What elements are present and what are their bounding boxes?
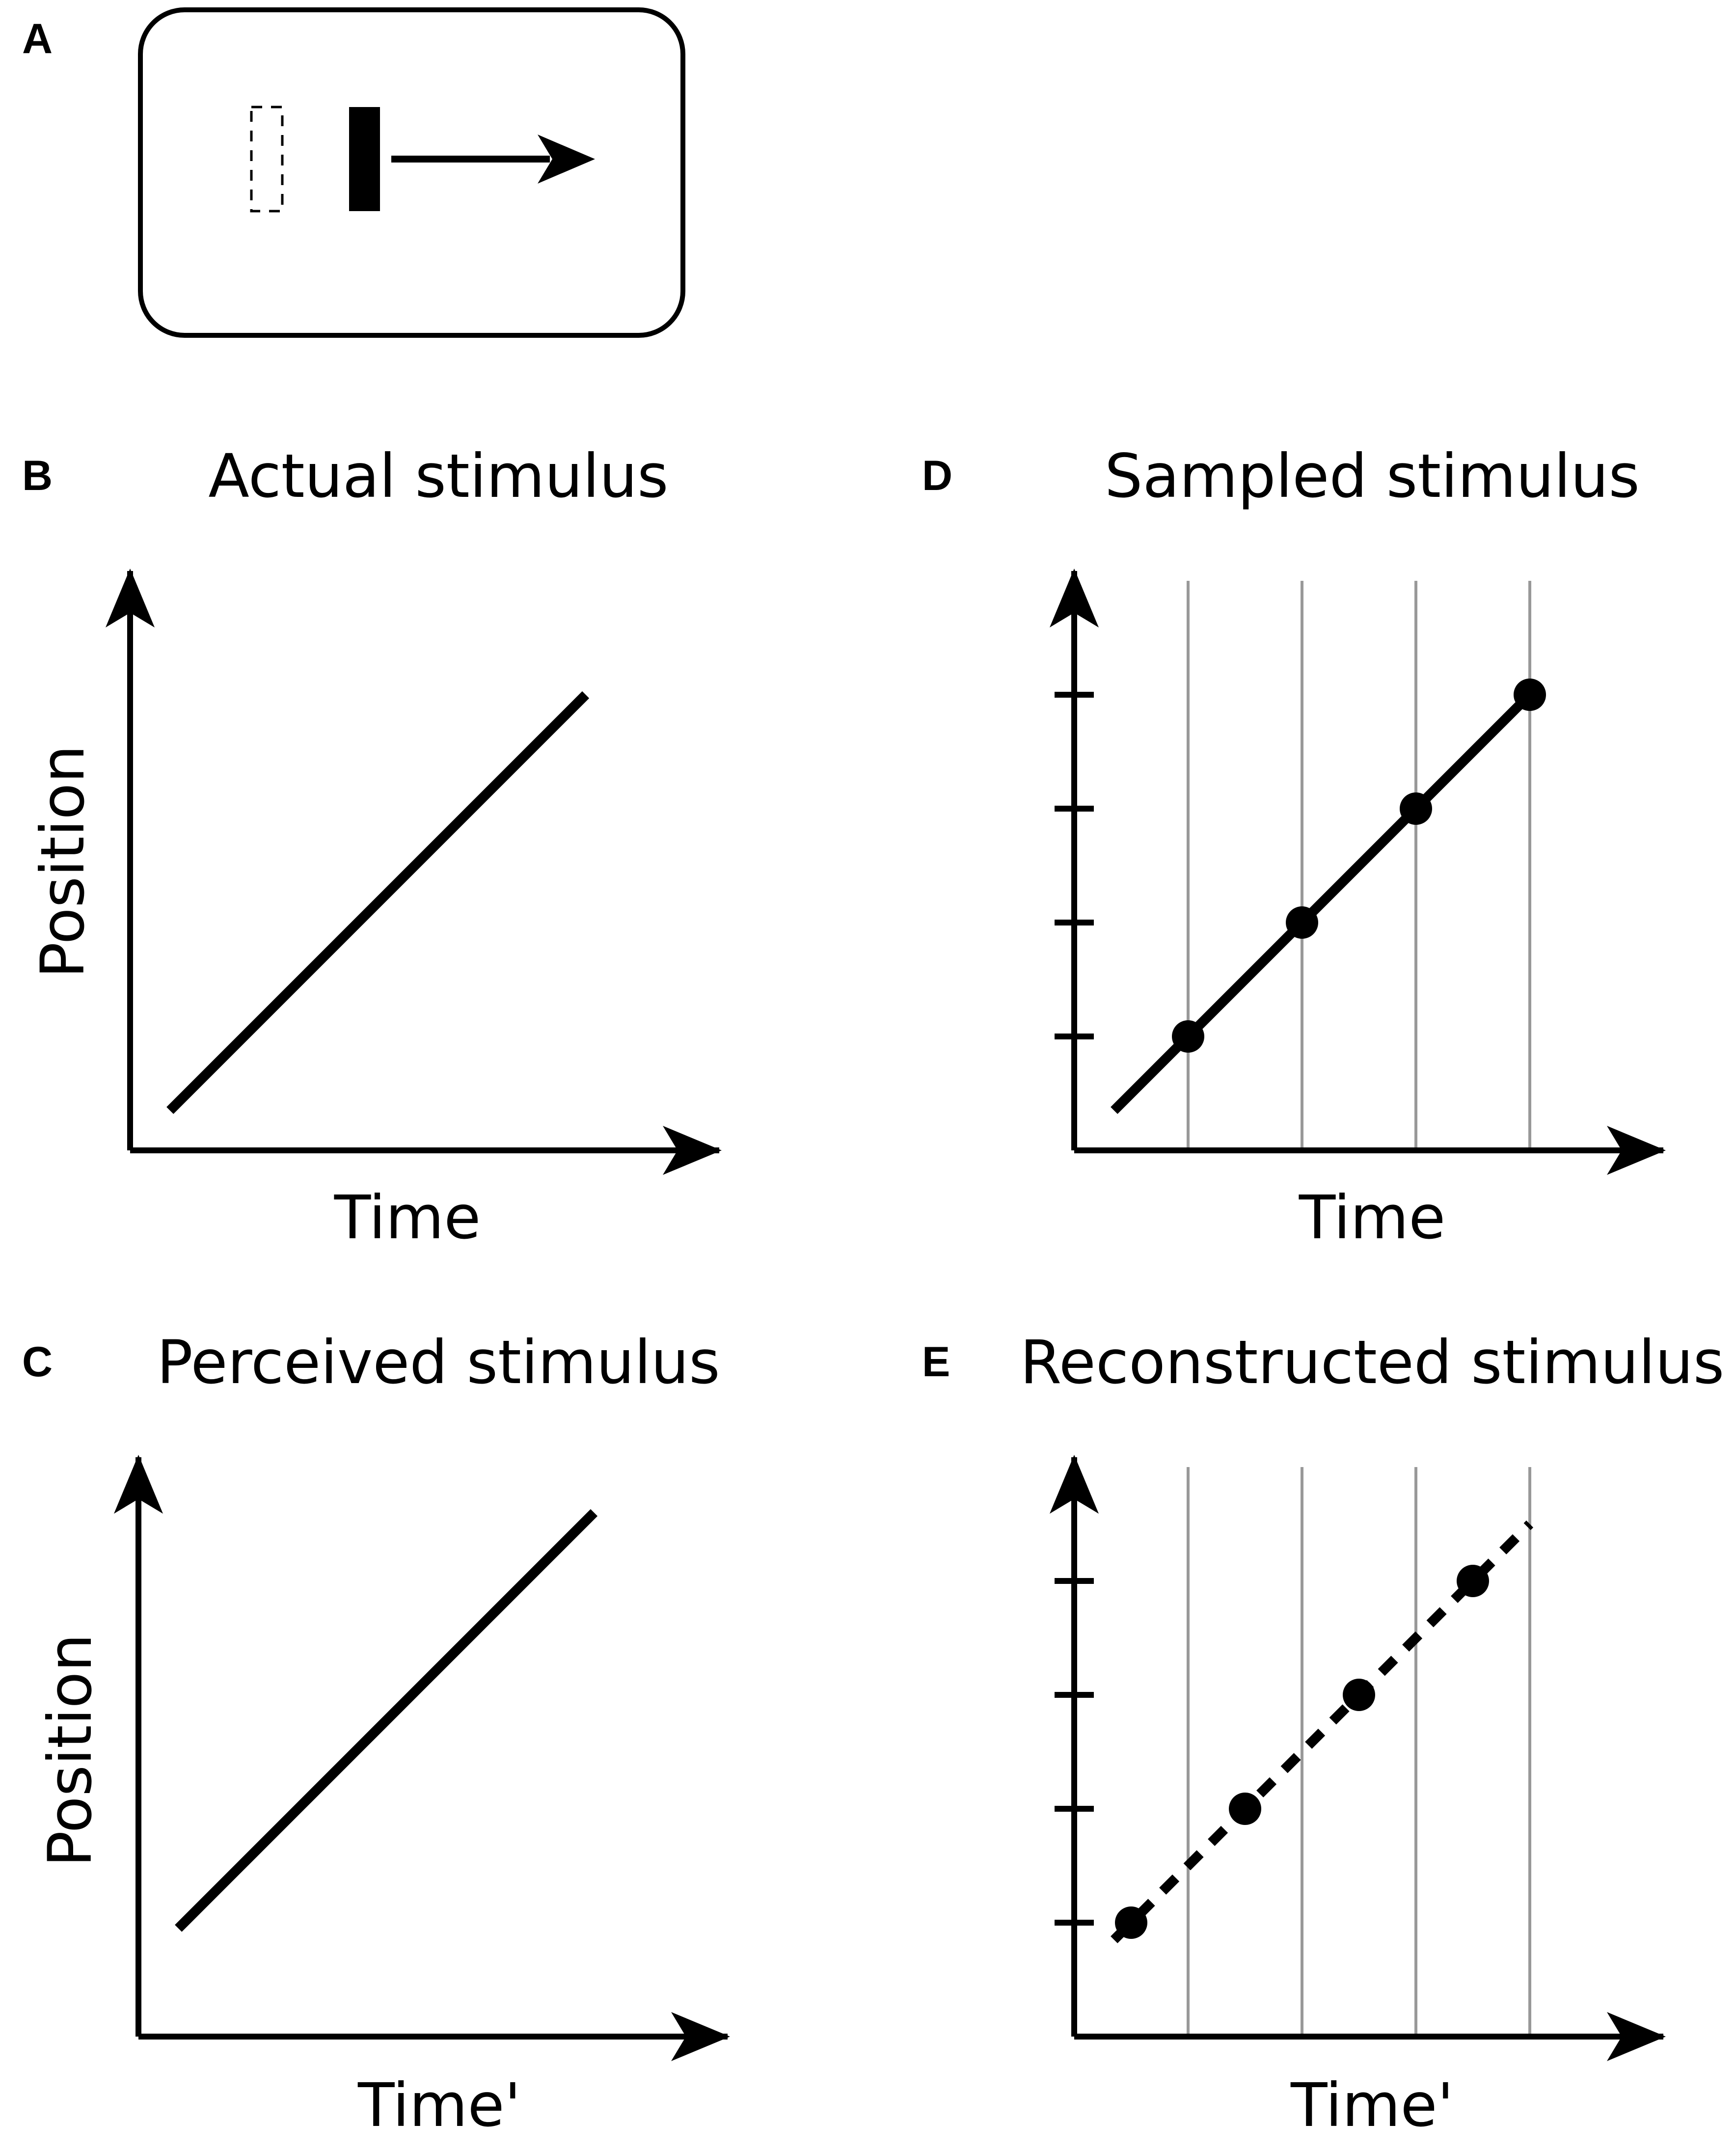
y-axis-arrow-d xyxy=(1050,569,1099,627)
title-b: Actual stimulus xyxy=(208,441,668,511)
sample-point-d-4 xyxy=(1514,679,1546,711)
plot-b xyxy=(106,569,722,1175)
moving-bar xyxy=(349,107,380,211)
plot-d xyxy=(1050,569,1666,1175)
panel-a: A xyxy=(22,7,685,338)
xlabel-d: Time xyxy=(1299,1183,1446,1252)
xlabel-b: Time xyxy=(334,1183,481,1252)
series-line-d xyxy=(1111,691,1534,1114)
x-axis-arrow-d xyxy=(1607,1126,1666,1175)
sample-point-d-3 xyxy=(1400,792,1432,825)
panel-letter-e: E xyxy=(922,1338,950,1386)
sample-point-e-2 xyxy=(1229,1793,1261,1825)
panel-letter-a: A xyxy=(22,15,53,62)
previous-bar-outline xyxy=(250,106,284,213)
x-axis-arrow-e xyxy=(1607,2012,1666,2061)
series-line-e xyxy=(1111,1520,1534,1943)
sample-point-e-4 xyxy=(1457,1565,1489,1597)
sample-point-e-3 xyxy=(1343,1679,1375,1711)
panel-letter-d: D xyxy=(922,452,952,499)
series-line-c xyxy=(175,1509,598,1932)
panel-letter-c: C xyxy=(22,1338,53,1386)
y-axis-arrow-b xyxy=(106,569,155,627)
screen-frame xyxy=(138,7,685,338)
title-e: Reconstructed stimulus xyxy=(1020,1328,1725,1397)
ylabel-b: Position xyxy=(28,745,98,978)
xlabel-e: Time' xyxy=(1290,2070,1454,2140)
x-axis-arrow-c xyxy=(671,2012,730,2061)
panel-letter-b: B xyxy=(22,452,53,499)
y-axis-arrow-e xyxy=(1050,1455,1099,1514)
plot-c xyxy=(114,1455,730,2061)
sample-point-d-1 xyxy=(1172,1020,1204,1053)
sample-point-d-2 xyxy=(1286,906,1318,939)
title-c: Perceived stimulus xyxy=(157,1328,720,1397)
title-d: Sampled stimulus xyxy=(1105,441,1640,511)
motion-arrow-head xyxy=(538,135,595,184)
sample-point-e-1 xyxy=(1115,1906,1147,1939)
x-axis-arrow-b xyxy=(663,1126,722,1175)
series-line-b xyxy=(166,691,590,1114)
plot-e xyxy=(1050,1455,1666,2061)
xlabel-c: Time' xyxy=(357,2070,521,2140)
y-axis-arrow-c xyxy=(114,1455,163,1514)
ylabel-c: Position xyxy=(35,1633,105,1867)
